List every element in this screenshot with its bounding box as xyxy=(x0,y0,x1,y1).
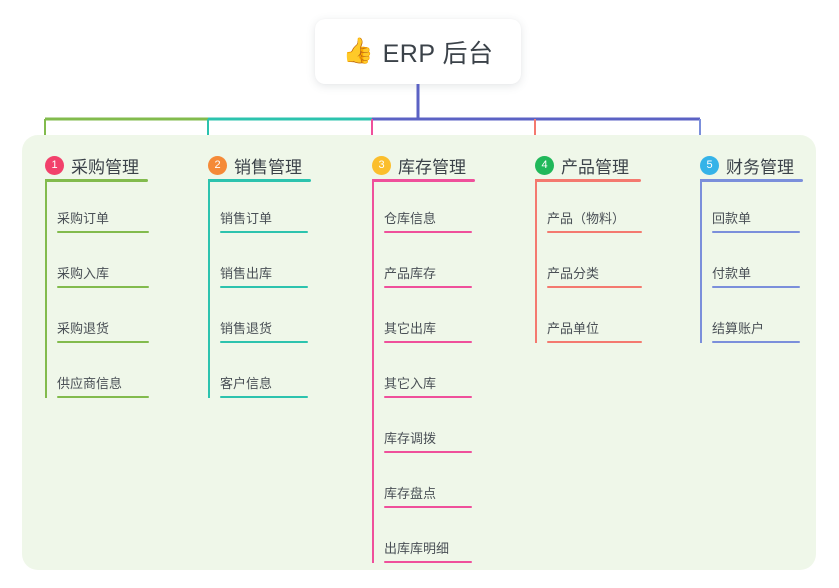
branch-header-5[interactable]: 5 财务管理 xyxy=(700,150,794,180)
branch-leaf-label: 产品（物料） xyxy=(547,211,626,226)
root-node[interactable]: 👍 ERP 后台 xyxy=(315,19,521,84)
branch-leaf-rule xyxy=(547,231,642,233)
branch-leaf-rule xyxy=(384,396,472,398)
branch-leaf-label: 回款单 xyxy=(712,211,752,226)
branch-spine-5 xyxy=(700,179,702,343)
branch-header-rule-1 xyxy=(45,179,148,182)
branch-badge-5: 5 xyxy=(700,155,719,175)
branch-leaf-label: 库存盘点 xyxy=(384,486,437,501)
branch-leaf-rule xyxy=(384,341,472,343)
branch-leaf-rule xyxy=(220,396,308,398)
branch-leaf-label: 采购退货 xyxy=(57,321,110,336)
branch-leaf[interactable]: 采购入库 xyxy=(57,262,149,288)
branch-leaf-label: 仓库信息 xyxy=(384,211,437,226)
thumbs-up-icon: 👍 xyxy=(342,37,374,65)
branch-badge-3: 3 xyxy=(372,155,391,175)
branch-leaf[interactable]: 产品库存 xyxy=(384,262,472,288)
branch-header-4[interactable]: 4 产品管理 xyxy=(535,150,629,180)
branch-leaf-rule xyxy=(547,341,642,343)
branch-spine-3 xyxy=(372,179,374,563)
branch-leaf[interactable]: 库存调拨 xyxy=(384,427,472,453)
branch-leaf-rule xyxy=(57,286,149,288)
branch-leaf-label: 产品库存 xyxy=(384,266,437,281)
branch-leaf-rule xyxy=(547,286,642,288)
branch-leaf-label: 销售出库 xyxy=(220,266,273,281)
branch-leaf-rule xyxy=(712,286,800,288)
branch-leaf-label: 采购入库 xyxy=(57,266,110,281)
branch-leaf[interactable]: 库存盘点 xyxy=(384,482,472,508)
branch-badge-1: 1 xyxy=(45,155,64,175)
branch-leaf[interactable]: 销售出库 xyxy=(220,262,308,288)
branch-header-2[interactable]: 2 销售管理 xyxy=(208,150,302,180)
branch-leaf-rule xyxy=(384,231,472,233)
branch-leaf-rule xyxy=(384,506,472,508)
branch-leaf[interactable]: 产品分类 xyxy=(547,262,642,288)
branch-leaf[interactable]: 客户信息 xyxy=(220,372,308,398)
branch-title-5: 财务管理 xyxy=(726,157,794,177)
branch-header-rule-5 xyxy=(700,179,803,182)
branch-leaf-label: 采购订单 xyxy=(57,211,110,226)
branch-leaf-label: 产品单位 xyxy=(547,321,600,336)
branch-spine-1 xyxy=(45,179,47,398)
branch-leaf-rule xyxy=(220,286,308,288)
branch-badge-4: 4 xyxy=(535,155,554,175)
branch-leaf-label: 库存调拨 xyxy=(384,431,437,446)
branch-title-2: 销售管理 xyxy=(234,157,302,177)
branch-leaf[interactable]: 采购退货 xyxy=(57,317,149,343)
branch-leaf-rule xyxy=(384,451,472,453)
branch-leaf-label: 其它入库 xyxy=(384,376,437,391)
branch-leaf-label: 结算账户 xyxy=(712,321,765,336)
branch-title-4: 产品管理 xyxy=(561,157,629,177)
branch-header-1[interactable]: 1 采购管理 xyxy=(45,150,139,180)
branch-spine-4 xyxy=(535,179,537,343)
branch-leaf-rule xyxy=(57,231,149,233)
branch-leaf[interactable]: 其它入库 xyxy=(384,372,472,398)
branch-leaf-label: 产品分类 xyxy=(547,266,600,281)
branch-leaf-label: 付款单 xyxy=(712,266,752,281)
branch-leaf[interactable]: 采购订单 xyxy=(57,207,149,233)
branch-leaf-label: 销售退货 xyxy=(220,321,273,336)
branch-leaf[interactable]: 销售订单 xyxy=(220,207,308,233)
branch-leaf[interactable]: 产品单位 xyxy=(547,317,642,343)
branch-leaf-rule xyxy=(57,341,149,343)
branch-leaf-rule xyxy=(384,286,472,288)
branch-leaf-rule xyxy=(712,231,800,233)
branch-leaf-label: 销售订单 xyxy=(220,211,273,226)
branch-leaf[interactable]: 供应商信息 xyxy=(57,372,149,398)
branch-leaf-label: 出库库明细 xyxy=(384,541,450,556)
branch-header-rule-3 xyxy=(372,179,475,182)
branch-leaf-label: 客户信息 xyxy=(220,376,273,391)
branch-header-rule-2 xyxy=(208,179,311,182)
branch-leaf[interactable]: 回款单 xyxy=(712,207,800,233)
branch-leaf[interactable]: 出库库明细 xyxy=(384,537,472,563)
branches-panel xyxy=(22,135,816,570)
root-node-title: ERP 后台 xyxy=(382,39,494,68)
branch-leaf-rule xyxy=(57,396,149,398)
branch-leaf[interactable]: 付款单 xyxy=(712,262,800,288)
branch-header-rule-4 xyxy=(535,179,641,182)
branch-title-3: 库存管理 xyxy=(398,157,466,177)
branch-header-3[interactable]: 3 库存管理 xyxy=(372,150,466,180)
branch-badge-2: 2 xyxy=(208,155,227,175)
branch-spine-2 xyxy=(208,179,210,398)
branch-leaf[interactable]: 其它出库 xyxy=(384,317,472,343)
branch-leaf[interactable]: 结算账户 xyxy=(712,317,800,343)
branch-leaf-rule xyxy=(384,561,472,563)
branch-leaf[interactable]: 销售退货 xyxy=(220,317,308,343)
branch-leaf-rule xyxy=(712,341,800,343)
branch-leaf[interactable]: 产品（物料） xyxy=(547,207,642,233)
root-node-content: 👍 ERP 后台 xyxy=(342,34,493,70)
branch-leaf[interactable]: 仓库信息 xyxy=(384,207,472,233)
branch-title-1: 采购管理 xyxy=(71,157,139,177)
branch-leaf-rule xyxy=(220,341,308,343)
branch-leaf-label: 其它出库 xyxy=(384,321,437,336)
branch-leaf-rule xyxy=(220,231,308,233)
branch-leaf-label: 供应商信息 xyxy=(57,376,123,391)
